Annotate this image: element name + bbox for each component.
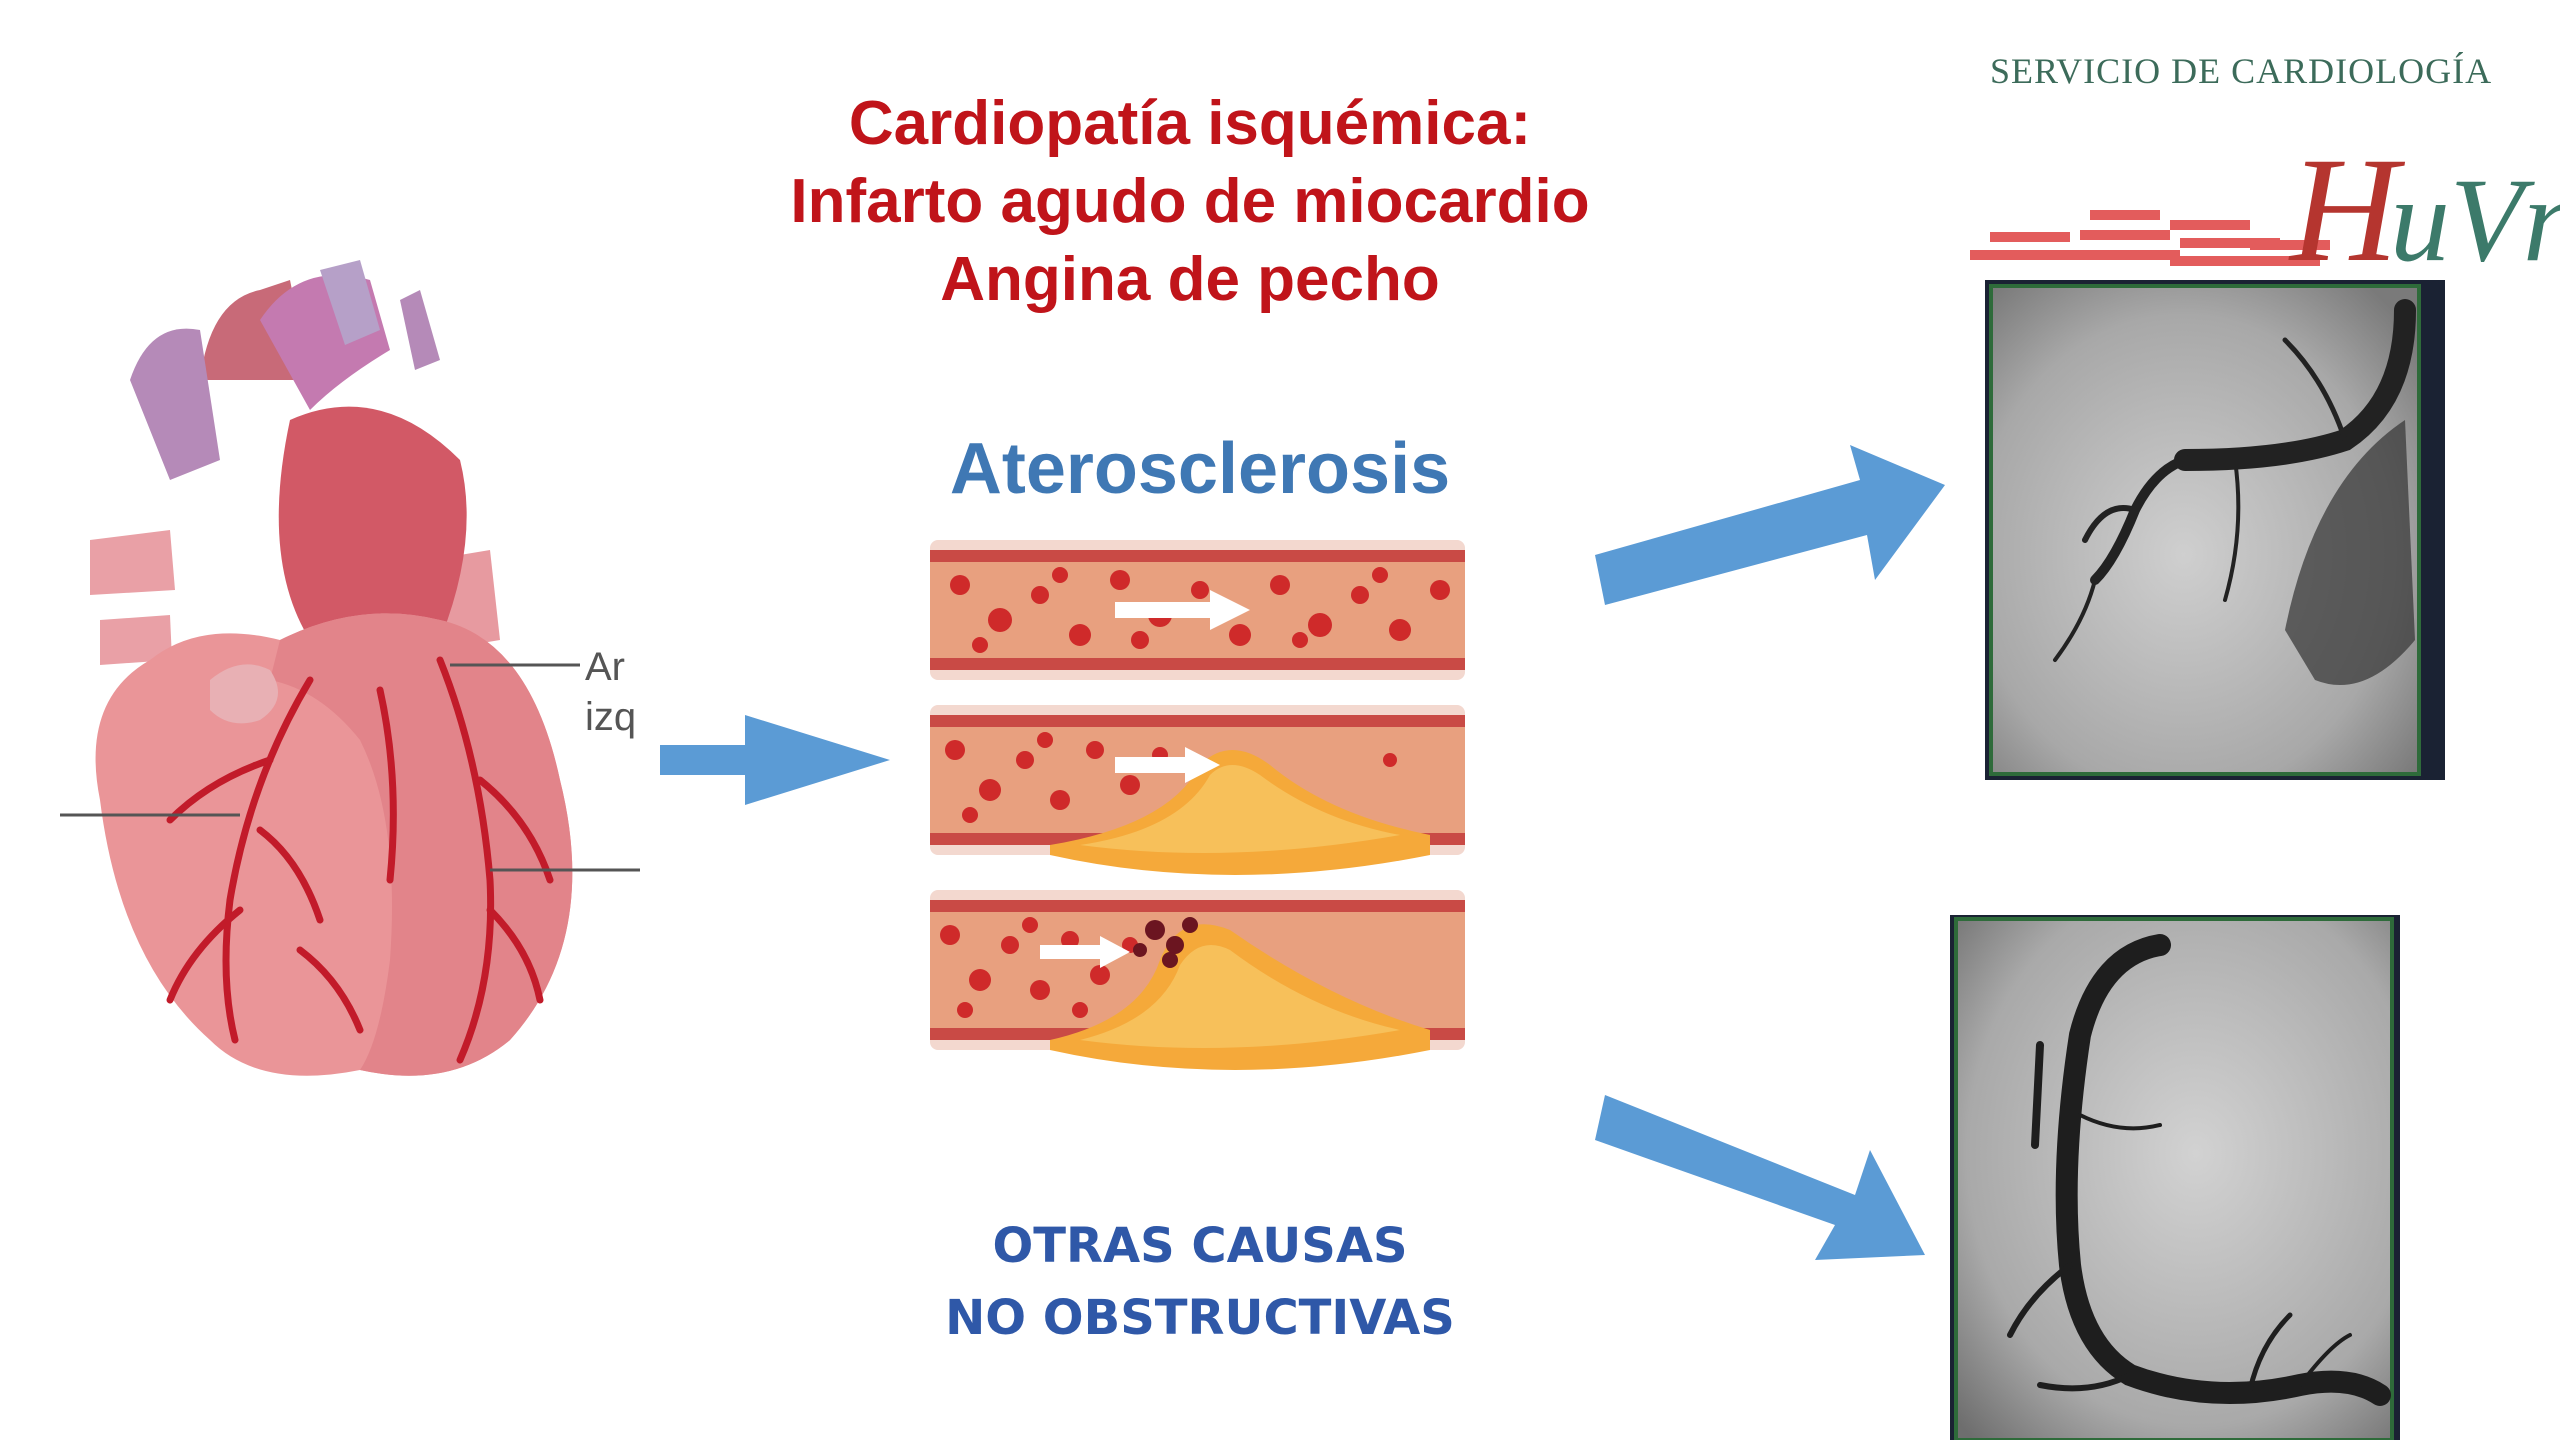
- logo-mark-h: H: [2288, 127, 2406, 290]
- title-line-3: Angina de pecho: [940, 245, 1440, 314]
- page-title: Cardiopatía isquémica: Infarto agudo de …: [660, 85, 1720, 319]
- other-causes-line-1: OTRAS CAUSAS: [992, 1218, 1408, 1274]
- heart-label-fragment-2: izq: [585, 695, 636, 739]
- artery-illustration: [930, 540, 1465, 1070]
- heart-illustration: Ar izq: [60, 260, 640, 1076]
- angiogram-top: [1985, 280, 2445, 780]
- title-line-2: Infarto agudo de miocardio: [790, 167, 1590, 236]
- other-causes-line-2: NO OBSTRUCTIVAS: [945, 1290, 1455, 1346]
- atherosclerosis-label: Aterosclerosis: [949, 429, 1451, 509]
- logo-bars: [1970, 210, 2330, 266]
- angiogram-bottom: [1950, 915, 2400, 1440]
- arrow-down-right: [1595, 1095, 1925, 1260]
- artery-partial: [930, 705, 1465, 875]
- logo-service-text: SERVICIO DE CARDIOLOGÍA: [1990, 51, 2493, 91]
- logo-mark-uvn: uVn: [2390, 153, 2560, 286]
- artery-blocked: [930, 890, 1465, 1070]
- heart-label-fragment-1: Ar: [585, 645, 625, 689]
- artery-healthy: [930, 540, 1465, 680]
- title-line-1: Cardiopatía isquémica:: [848, 89, 1532, 158]
- arrow-up-right: [1595, 445, 1945, 605]
- arrow-right: [660, 715, 890, 805]
- huvn-logo: H uVn: [1970, 127, 2560, 290]
- other-causes-text: OTRAS CAUSAS NO OBSTRUCTIVAS: [820, 1210, 1580, 1354]
